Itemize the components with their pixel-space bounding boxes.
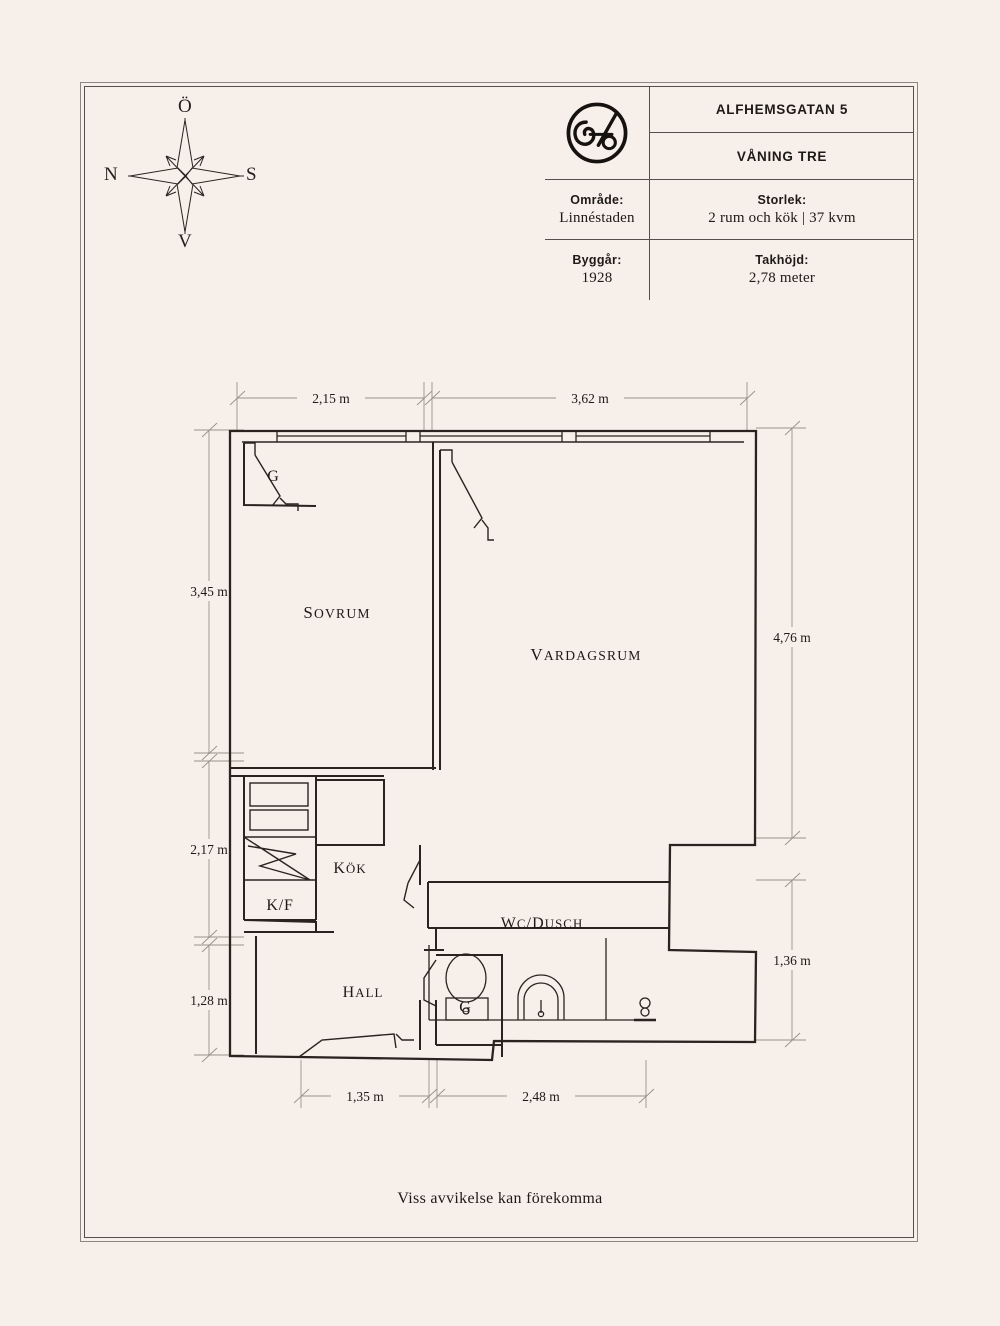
compass-rose-icon [128, 118, 244, 234]
floor-drain-icon [605, 938, 656, 1022]
doors [244, 442, 494, 1058]
circle-monogram-a-logo-icon [566, 102, 628, 163]
field-storlek: Storlek: 2 rum och kök | 37 kvm [650, 180, 914, 240]
compass-label-left: N [104, 164, 118, 185]
field-byggar-label: Byggår: [572, 253, 622, 267]
field-omrade: Område: Linnéstaden [545, 180, 650, 240]
field-omrade-value: Linnéstaden [559, 209, 635, 226]
dim-bottom-2: 2,48 m [522, 1089, 560, 1104]
field-takhojd-value: 2,78 meter [748, 270, 816, 286]
logo-cell [545, 86, 650, 180]
dim-right-1: 4,76 m [773, 630, 811, 645]
page-border-outer [80, 82, 918, 1242]
dim-bottom-1: 1,35 m [346, 1089, 384, 1104]
counter-upper [249, 782, 309, 807]
room-label-garderob-hall: G [459, 999, 471, 1016]
room-label-wc-dusch: WC/DUSCH [501, 915, 584, 932]
field-storlek-value: 2 rum och kök | 37 kvm [708, 209, 856, 226]
dimension-lines [194, 382, 806, 1108]
sink-icon [517, 974, 565, 1020]
room-labels: SOVRUM VARDAGSRUM KÖK HALL WC/DUSCH K/F … [266, 468, 641, 1016]
field-takhojd-label: Takhöjd: [755, 253, 809, 267]
field-byggar-value: 1928 [581, 270, 613, 286]
walls-interior [230, 442, 670, 1057]
dimension-labels: 2,15 m 3,62 m 3,45 m 2,17 m 1,28 m 4,76 … [175, 388, 826, 1106]
kitchen-fixtures [243, 782, 316, 881]
dim-left-3: 1,28 m [190, 993, 228, 1008]
floor-text: VÅNING TRE [736, 148, 828, 164]
compass-label-bottom: V [178, 231, 192, 252]
windows [276, 431, 711, 442]
dim-top-1: 2,15 m [312, 391, 350, 406]
compass-label-right: S [246, 164, 257, 185]
walls-outer [228, 429, 758, 1062]
bathroom-fixtures [428, 938, 656, 1022]
address-cell: ALFHEMSGATAN 5 [650, 86, 914, 133]
field-takhojd: Takhöjd: 2,78 meter [650, 240, 914, 300]
dim-left-2: 2,17 m [190, 842, 228, 857]
room-label-vardagsrum: VARDAGSRUM [530, 645, 641, 664]
compass-label-top: Ö [178, 96, 192, 117]
counter-lower [249, 809, 309, 831]
dim-top-2: 3,62 m [571, 391, 609, 406]
room-label-garderob-sovrum: G [267, 468, 279, 485]
room-label-kf: K/F [266, 897, 293, 914]
dim-right-2: 1,36 m [773, 953, 811, 968]
footer-note: Viss avvikelse kan förekomma [397, 1190, 603, 1207]
address-text: ALFHEMSGATAN 5 [715, 101, 849, 117]
title-block: ALFHEMSGATAN 5 VÅNING TRE Område: Linnés… [545, 86, 914, 300]
floorplan-drawing: 2,15 m 3,62 m 3,45 m 2,17 m 1,28 m 4,76 … [175, 382, 826, 1108]
stove-icon [243, 836, 311, 881]
dim-left-1: 3,45 m [190, 584, 228, 599]
field-omrade-label: Område: [570, 192, 624, 207]
room-label-hall: HALL [343, 984, 384, 1001]
compass-rose: Ö N S V [104, 96, 263, 253]
room-label-sovrum: SOVRUM [303, 603, 370, 622]
floor-cell: VÅNING TRE [650, 133, 914, 180]
toilet-icon [445, 953, 489, 1021]
room-label-kok: KÖK [333, 860, 366, 877]
page-border-inner [84, 86, 914, 1238]
field-byggar: Byggår: 1928 [545, 240, 650, 300]
field-storlek-label: Storlek: [757, 192, 807, 207]
